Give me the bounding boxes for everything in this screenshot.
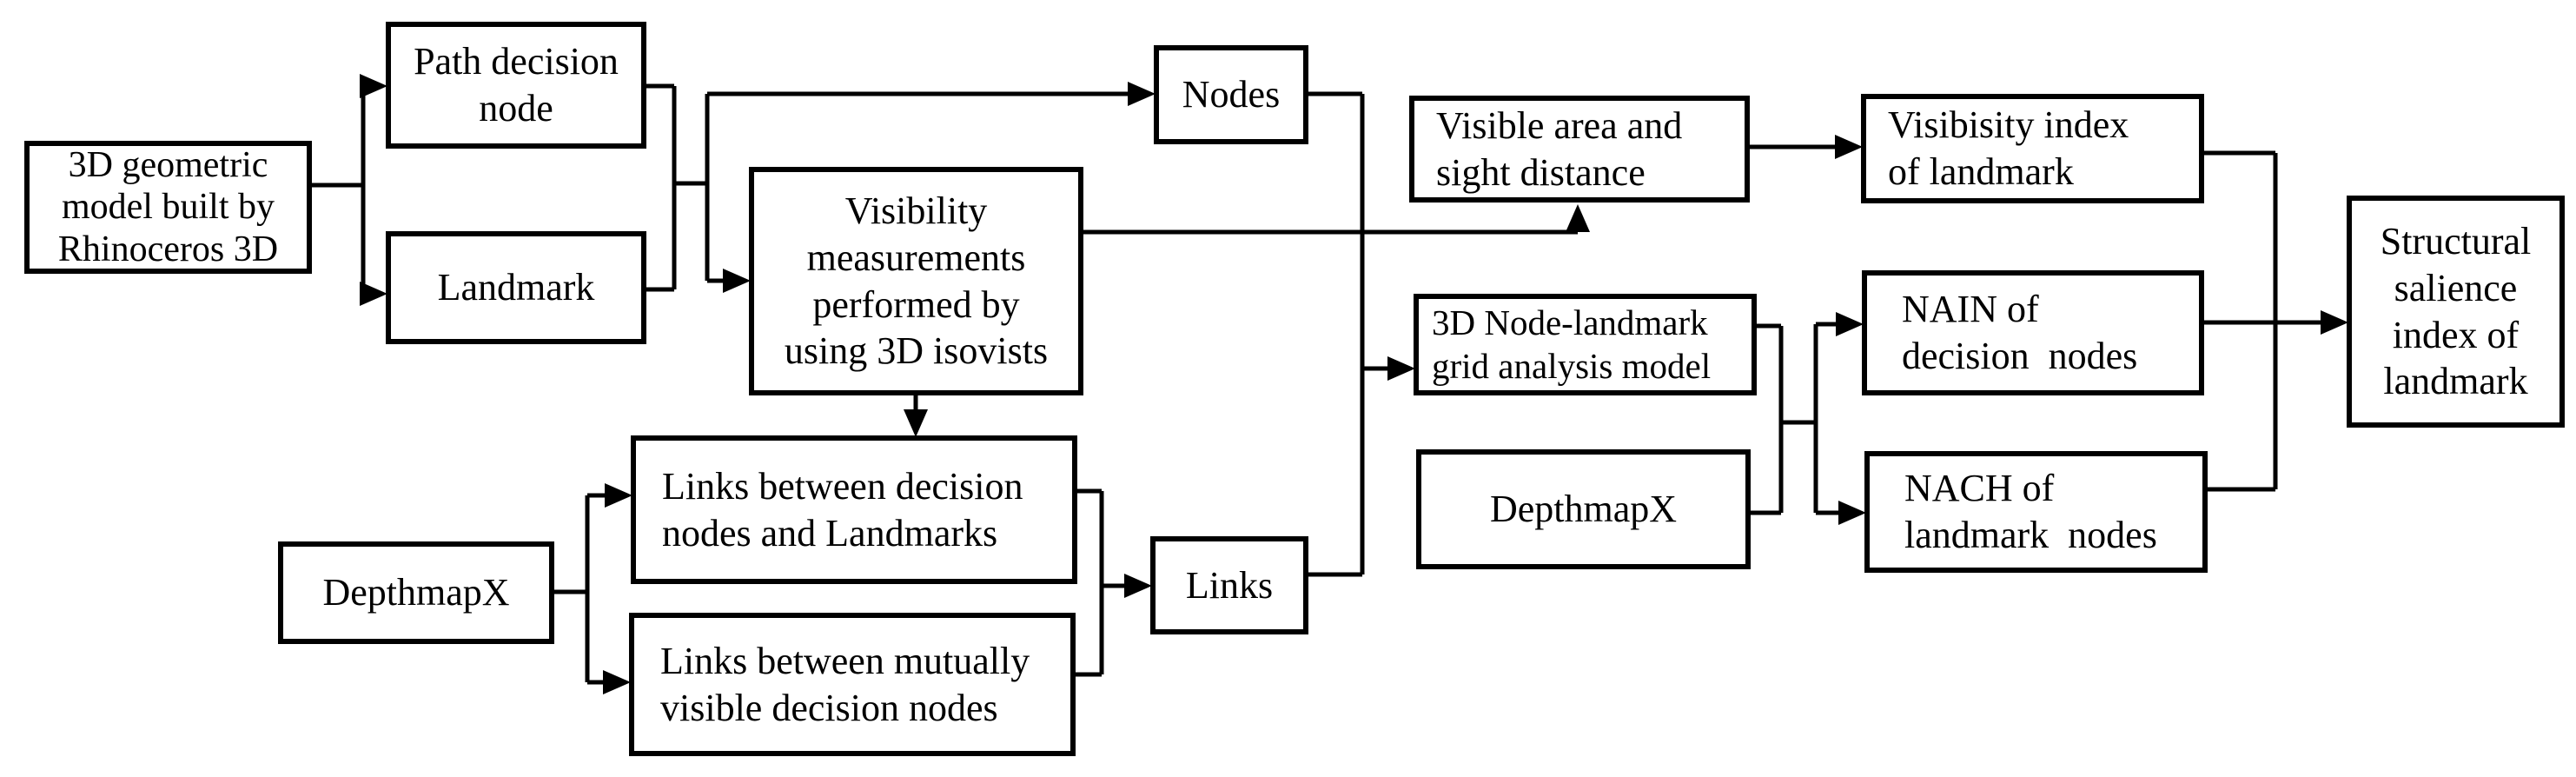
arrowhead bbox=[1835, 135, 1863, 159]
arrowhead bbox=[1124, 574, 1152, 598]
conn-visibility-to-visiblearea bbox=[1083, 219, 1580, 235]
box-label: Links between decision nodes and Landmar… bbox=[662, 464, 1023, 555]
conn-rhino-branch bbox=[312, 83, 366, 296]
conn-linkboxes-merge bbox=[1076, 488, 1138, 677]
box-label: 3D Node-landmark grid analysis model bbox=[1432, 302, 1712, 386]
box-label: Landmark bbox=[437, 266, 595, 309]
box-nach: NACH of landmark nodes bbox=[1864, 451, 2208, 573]
arrowhead bbox=[1838, 501, 1866, 525]
box-depthmapx-links: DepthmapX bbox=[278, 541, 554, 644]
arrowhead bbox=[904, 409, 928, 437]
conn-grid-depthmap-bracket bbox=[1751, 322, 1852, 515]
conn-nodes-links-bus bbox=[1308, 91, 1401, 577]
arrowhead bbox=[360, 74, 387, 98]
arrowhead bbox=[360, 282, 387, 306]
box-depthmapx-grid: DepthmapX bbox=[1416, 449, 1751, 569]
box-label: DepthmapX bbox=[1489, 488, 1678, 531]
box-label: Visibisity index of landmark bbox=[1888, 103, 2129, 193]
box-nain: NAIN of decision nodes bbox=[1862, 270, 2204, 395]
arrowhead bbox=[1387, 356, 1415, 381]
arrowhead bbox=[1566, 204, 1590, 232]
box-visible-area: Visible area and sight distance bbox=[1409, 96, 1750, 203]
box-links-mutually-visible: Links between mutually visible decision … bbox=[629, 613, 1076, 756]
conn-outputs-merge bbox=[2204, 150, 2334, 492]
box-label: Visible area and sight distance bbox=[1436, 103, 1683, 194]
box-visibility-index: Visibisity index of landmark bbox=[1861, 94, 2204, 203]
arrowhead bbox=[603, 670, 631, 694]
box-label: Visibility measurements performed by usi… bbox=[784, 189, 1049, 373]
box-visibility-measurements: Visibility measurements performed by usi… bbox=[749, 167, 1083, 395]
box-label: Structural salience index of landmark bbox=[2380, 220, 2532, 403]
box-3d-node-landmark-grid: 3D Node-landmark grid analysis model bbox=[1414, 294, 1757, 395]
conn-depthmapx-branch bbox=[554, 493, 619, 685]
box-label: Links bbox=[1185, 563, 1274, 607]
box-links-decision-landmarks: Links between decision nodes and Landmar… bbox=[631, 435, 1077, 584]
box-label: NACH of landmark nodes bbox=[1904, 467, 2157, 556]
arrowhead bbox=[723, 269, 751, 293]
box-label: NAIN of decision nodes bbox=[1902, 288, 2138, 377]
arrowhead bbox=[1836, 312, 1864, 336]
box-label: Path decision node bbox=[414, 40, 619, 130]
box-label: Links between mutually visible decision … bbox=[660, 639, 1030, 729]
conn-path-landmark-merge bbox=[646, 83, 710, 292]
arrowhead bbox=[605, 483, 632, 508]
box-3d-geometric-model: 3D geometric model built by Rhinoceros 3… bbox=[24, 141, 312, 274]
box-structural-salience: Structural salience index of landmark bbox=[2347, 196, 2565, 428]
box-path-decision-node: Path decision node bbox=[386, 22, 646, 149]
arrowhead bbox=[1128, 82, 1156, 106]
box-label: DepthmapX bbox=[322, 571, 510, 614]
box-landmark: Landmark bbox=[386, 231, 646, 344]
arrowhead bbox=[2321, 310, 2348, 335]
box-nodes: Nodes bbox=[1154, 45, 1308, 144]
box-label: 3D geometric model built by Rhinoceros 3… bbox=[57, 145, 279, 269]
box-links: Links bbox=[1150, 536, 1308, 634]
box-label: Nodes bbox=[1182, 73, 1281, 116]
